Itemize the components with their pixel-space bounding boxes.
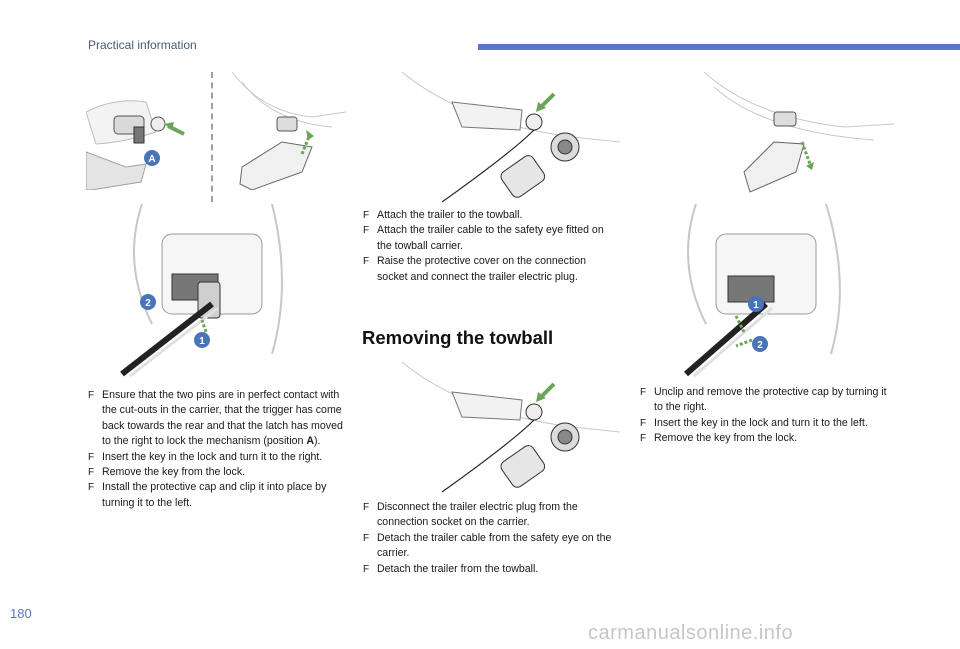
illustration-key-lock-left: 2 1 <box>102 204 302 380</box>
bullet-icon: F <box>88 482 95 494</box>
illustration-lock-position-a: A <box>86 72 206 190</box>
callout-2-right: 2 <box>757 340 763 351</box>
header-accent-bar <box>478 44 960 50</box>
header-title: Practical information <box>88 38 197 52</box>
bullet-icon: F <box>363 563 370 575</box>
bullet-icon: F <box>640 387 647 398</box>
watermark: carmanualsonline.info <box>588 622 794 644</box>
bullet-icon: F <box>88 390 95 401</box>
callout-2-left: 2 <box>145 298 151 309</box>
bullet-icon: F <box>640 433 647 445</box>
callout-a: A <box>148 154 155 165</box>
section-title: Removing the towball <box>362 327 554 348</box>
bullet-icon: F <box>363 532 370 544</box>
bullet-icon: F <box>363 256 370 268</box>
illustration-detach-cable <box>372 362 620 496</box>
bullet-icon: F <box>363 502 370 513</box>
bullet-icon: F <box>363 210 370 221</box>
bullet-icon: F <box>363 225 370 237</box>
callout-1-left: 1 <box>199 336 205 347</box>
dashed-separator <box>211 72 213 202</box>
illustration-remove-cap <box>694 72 894 194</box>
illustration-protective-cap <box>222 72 346 190</box>
illustration-key-lock-right: 1 2 <box>656 204 866 380</box>
bullet-icon: F <box>88 467 95 479</box>
callout-1-right: 1 <box>753 300 759 311</box>
bullet-icon: F <box>88 451 95 463</box>
bullet-icon: F <box>640 417 647 429</box>
illustration-attach-cable <box>372 72 620 206</box>
page-number: 180 <box>10 606 32 621</box>
